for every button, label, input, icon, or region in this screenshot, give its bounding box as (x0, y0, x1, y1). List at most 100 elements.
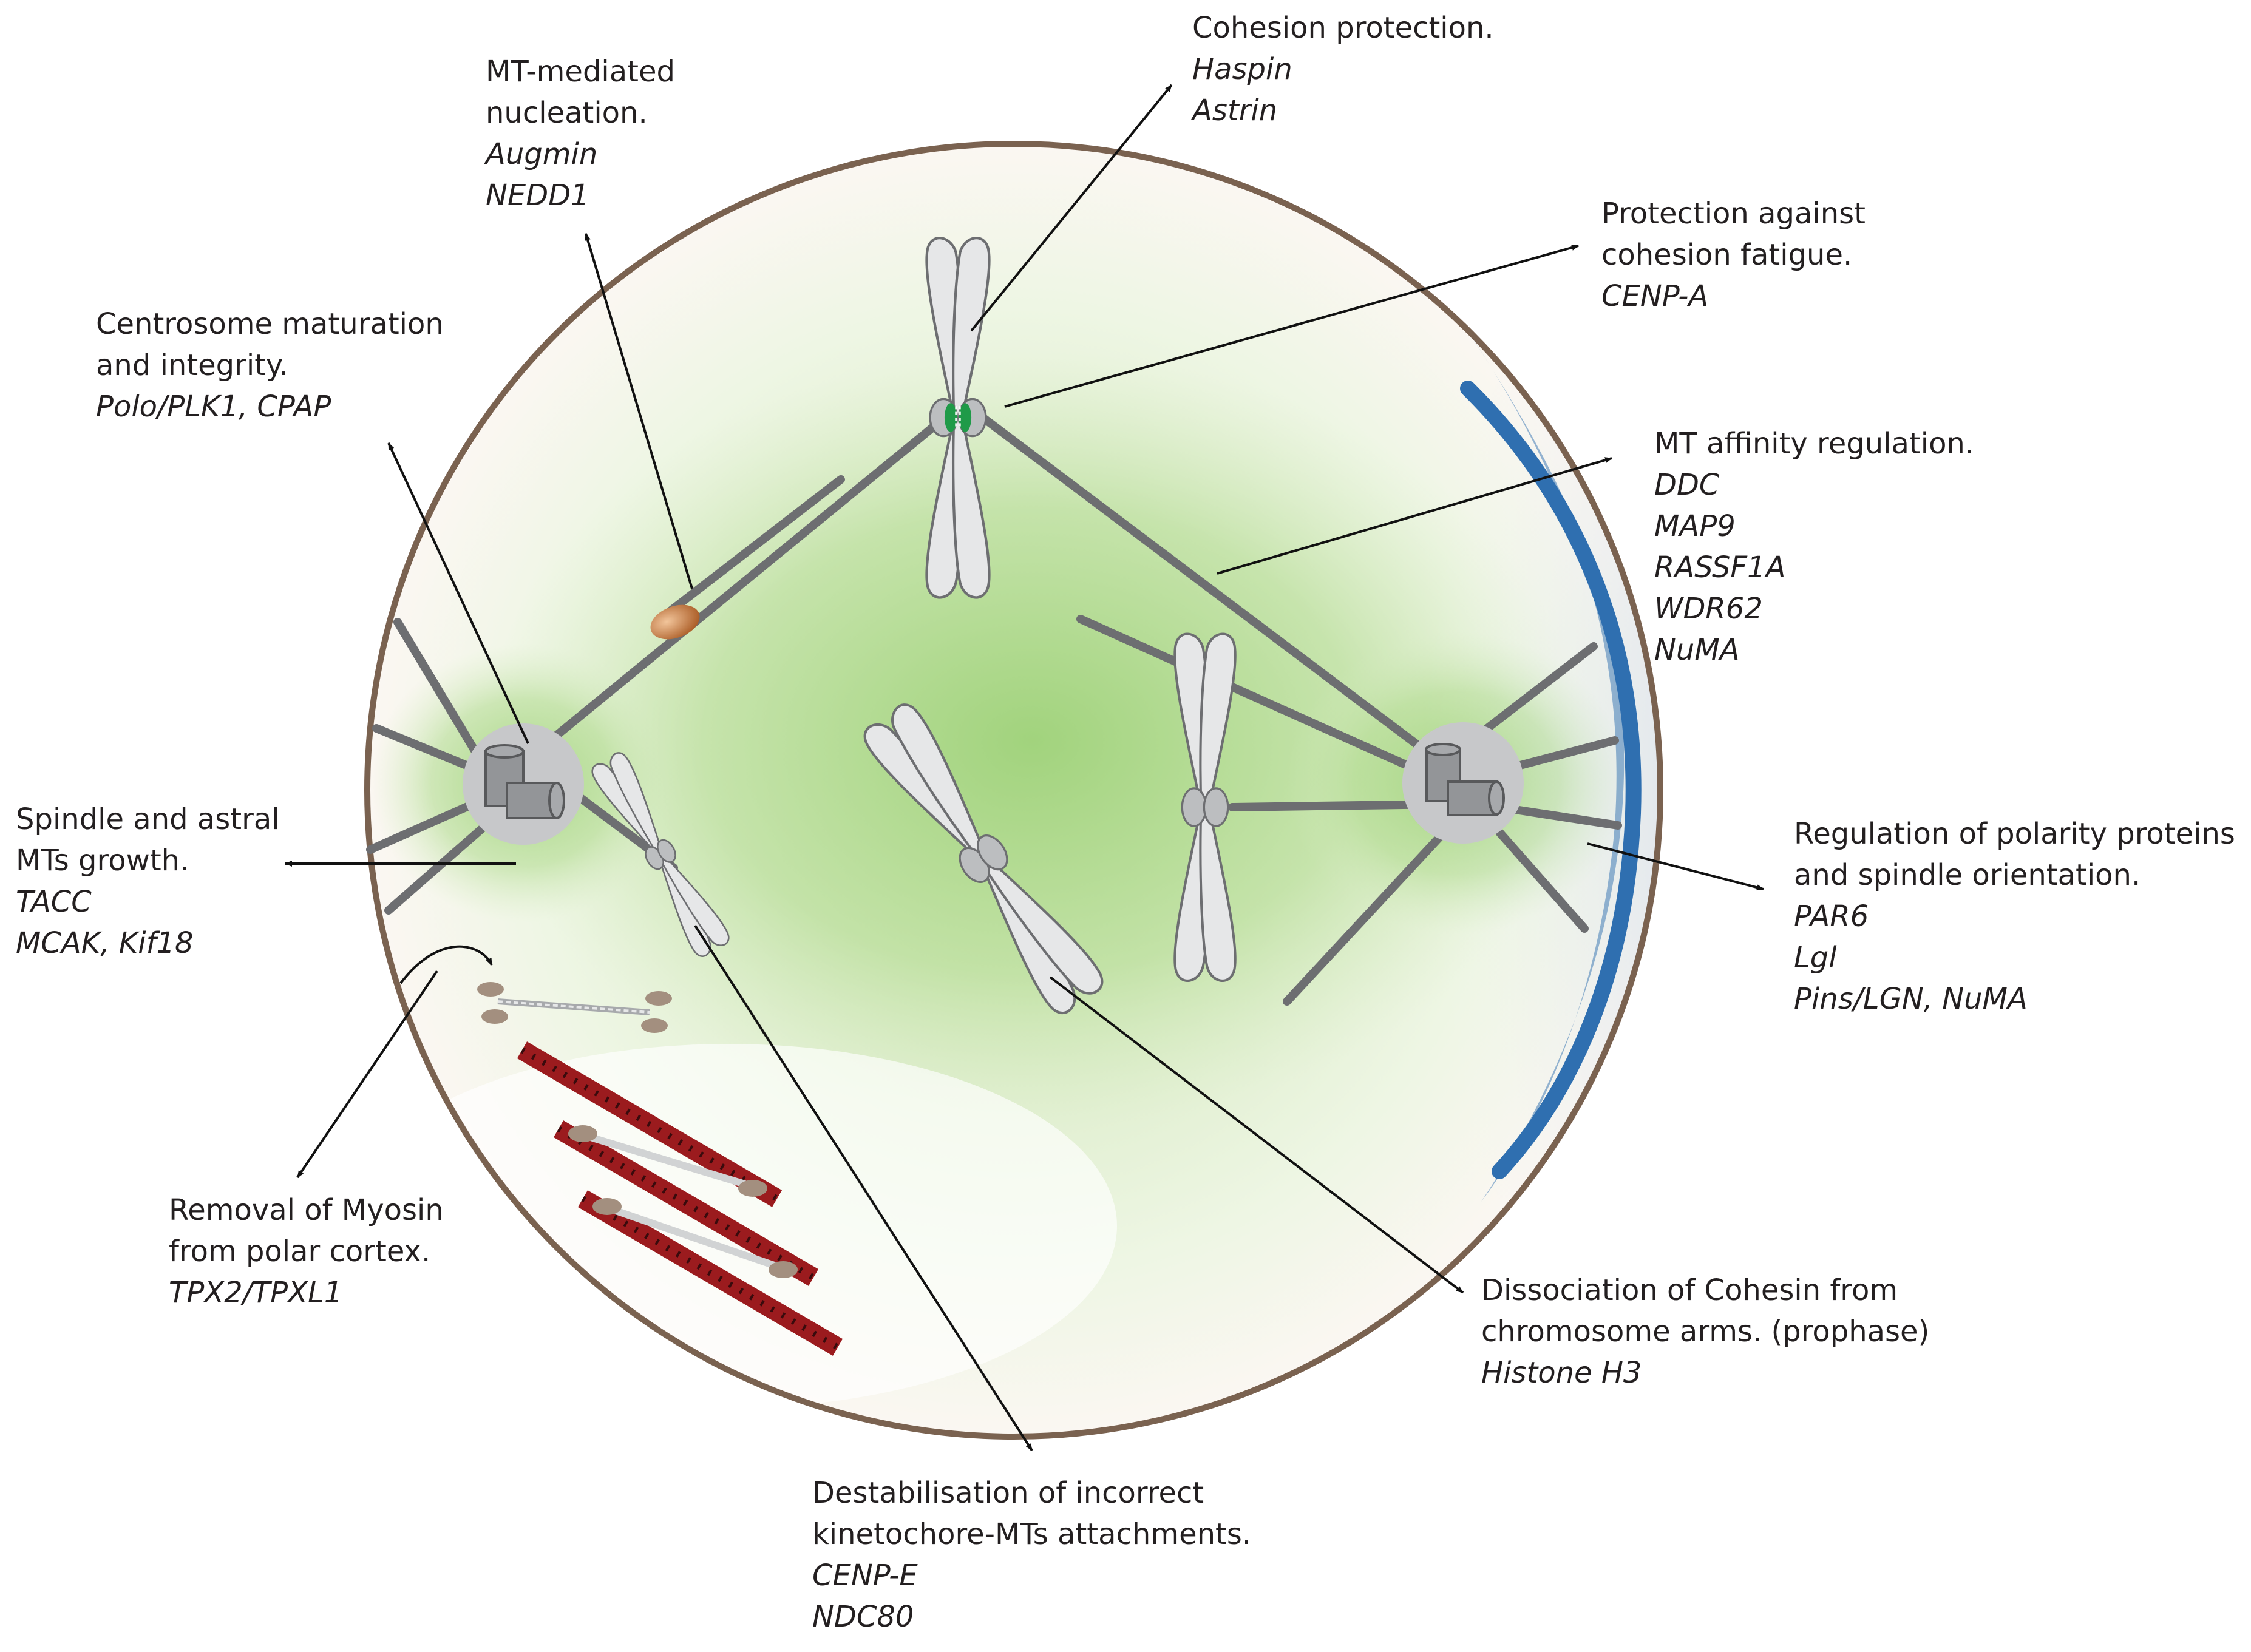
label-gene: DDC (1654, 468, 1720, 502)
label-title: nucleation. (486, 96, 648, 130)
label-gene: CENP-E (812, 1559, 918, 1593)
label-cohesion-fatigue: Protection against cohesion fatigue. CEN… (1601, 193, 1866, 317)
augmin-nucleation-particle (650, 604, 700, 640)
cell-membrane (364, 141, 1663, 1440)
astral-mt-left-2 (372, 724, 484, 775)
label-title: Dissociation of Cohesin from (1481, 1273, 1898, 1307)
myosin-head (641, 1018, 668, 1033)
label-title: chromosome arms. (prophase) (1481, 1315, 1930, 1349)
label-title: MT affinity regulation. (1654, 427, 1975, 461)
label-gene: NEDD1 (486, 178, 589, 212)
arrow-mt-affinity (1217, 457, 1612, 575)
myosin-filament-top (477, 982, 672, 1033)
label-myosin: Removal of Myosin from polar cortex. TPX… (169, 1190, 444, 1313)
actin-filament-2-pattern (557, 1126, 815, 1281)
centromere-center-right (977, 834, 1008, 871)
astral-mt-left-1 (393, 618, 484, 763)
centromere-right-right (1203, 787, 1229, 827)
chromosome-small (588, 749, 733, 961)
label-title: from polar cortex. (169, 1234, 431, 1268)
label-mt-affinity: MT affinity regulation. DDC MAP9 RASSF1A… (1654, 423, 1974, 671)
kinetochore-mt-left (524, 411, 951, 763)
centriole-left-b-end (548, 782, 565, 819)
label-gene: WDR62 (1654, 592, 1763, 626)
label-mt-nucleation: MT-mediated nucleation. Augmin NEDD1 (486, 51, 675, 216)
arrow-kinetochore (694, 924, 1033, 1452)
label-gene: Haspin (1192, 52, 1292, 86)
astral-mt-right-3 (1495, 803, 1622, 830)
label-gene: TACC (16, 885, 92, 919)
chromosome-center (859, 700, 1107, 1018)
arrow-cohesion-fatigue (1004, 245, 1579, 408)
label-cohesin-dissociation: Dissociation of Cohesin from chromosome … (1481, 1270, 1929, 1393)
label-gene: PAR6 (1794, 899, 1869, 933)
label-cohesion-protection: Cohesion protection. Haspin Astrin (1192, 7, 1494, 131)
arrow-myosin-curve (399, 945, 493, 984)
myosin-head (592, 1198, 622, 1215)
label-title: cohesion fatigue. (1601, 238, 1853, 272)
actin-filaments (517, 1041, 843, 1356)
actin-filament-3-pattern (581, 1196, 840, 1350)
label-polarity: Regulation of polarity proteins and spin… (1794, 813, 2235, 1020)
arrow-cohesion-protection (970, 84, 1173, 332)
centriole-left-a-top (484, 744, 525, 759)
astral-mt-right-1 (1483, 642, 1598, 733)
astral-mt-right-5 (1283, 827, 1449, 1006)
polar-cortex-band (1460, 381, 1642, 1179)
label-title: and integrity. (96, 348, 288, 382)
arrow-myosin (296, 970, 438, 1179)
label-gene: MCAK, Kif18 (16, 926, 194, 960)
label-title: Centrosome maturation (96, 307, 444, 341)
label-gene: MAP9 (1654, 509, 1736, 543)
myosin-head (568, 1125, 597, 1142)
centriole-right-a-top (1425, 743, 1461, 756)
astral-mt-left-3 (366, 797, 484, 854)
label-gene: Astrin (1192, 93, 1278, 127)
label-title: Spindle and astral (16, 802, 280, 836)
label-title: MT-mediated (486, 55, 675, 89)
centriole-right-b-end (1488, 780, 1505, 816)
myosin-bridge-1 (582, 1131, 754, 1190)
label-gene: CENP-A (1601, 279, 1709, 313)
branched-mt (664, 475, 845, 617)
centromere-top-green-left (944, 403, 957, 432)
label-gene: NuMA (1654, 633, 1740, 667)
chromosome-top (926, 238, 989, 597)
label-gene: Pins/LGN, NuMA (1794, 982, 2028, 1016)
label-gene: NDC80 (812, 1600, 914, 1634)
label-gene: Lgl (1794, 941, 1837, 975)
label-title: Regulation of polarity proteins (1794, 817, 2235, 851)
label-gene: Augmin (486, 137, 598, 171)
myosin-bridge-2 (606, 1204, 784, 1272)
arrow-cohesin-dissociation (1049, 976, 1464, 1294)
kinetochore-mt-right (976, 411, 1452, 772)
actin-filament-1-pattern (520, 1047, 779, 1202)
label-title: and spindle orientation. (1794, 858, 2141, 892)
label-title: kinetochore-MTs attachments. (812, 1517, 1252, 1551)
centrosome-right (1402, 722, 1524, 844)
cortex-blue-fade (1421, 243, 1660, 1335)
label-title: Cohesion protection. (1192, 11, 1494, 45)
label-centrosome: Centrosome maturation and integrity. Pol… (96, 303, 444, 427)
myosin-head (738, 1180, 767, 1197)
label-title: MTs growth. (16, 844, 189, 878)
myosin-head (645, 991, 672, 1006)
chromosome-right (1175, 634, 1235, 981)
label-spindle-growth: Spindle and astral MTs growth. TACC MCAK… (16, 799, 280, 964)
arrow-polarity (1587, 842, 1764, 891)
myosin-head (769, 1261, 798, 1278)
arrow-mt-nucleation (585, 233, 693, 589)
centrosome-left (463, 723, 584, 845)
annotation-arrows (285, 84, 1764, 1452)
label-title: Removal of Myosin (169, 1193, 444, 1227)
label-gene: Histone H3 (1481, 1356, 1642, 1390)
centromere-small-right (656, 839, 676, 863)
centromere-top-green-right (959, 403, 972, 432)
label-title: Destabilisation of incorrect (812, 1476, 1204, 1510)
label-gene: RASSF1A (1654, 550, 1786, 584)
astral-mt-right-4 (1489, 821, 1589, 933)
arrow-centrosome (387, 442, 529, 744)
interpolar-mt (1076, 615, 1437, 781)
myosin-head (477, 982, 504, 997)
